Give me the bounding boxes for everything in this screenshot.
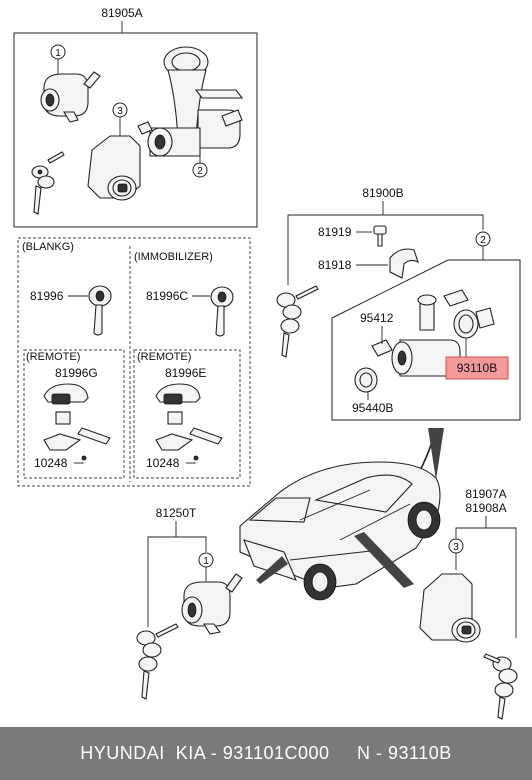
car-illustration — [239, 427, 444, 601]
label-81996e: 81996E — [165, 366, 206, 380]
label-81905a: 81905A — [101, 6, 142, 20]
trunk-lock-top — [87, 135, 141, 201]
parts-diagram: 81905A 1 3 — [13, 6, 521, 720]
label-10248-b: 10248 — [146, 456, 180, 470]
svg-text:1: 1 — [203, 556, 209, 567]
leader-81907a-left — [455, 516, 487, 538]
key-pair-bottom-right — [483, 653, 518, 720]
ignition-switch-parts — [354, 289, 495, 393]
remote-key-2-parts — [155, 383, 223, 461]
leader-81250t-right — [176, 536, 207, 552]
svg-text:2: 2 — [480, 235, 486, 246]
label-81996: 81996 — [30, 289, 64, 303]
label-81908a: 81908A — [465, 501, 506, 515]
label-81918: 81918 — [318, 258, 352, 272]
label-10248-a: 10248 — [34, 456, 68, 470]
key-pair-top — [31, 151, 65, 215]
svg-text:3: 3 — [453, 542, 459, 553]
door-lock-bottom-right — [419, 573, 481, 643]
bolt-81919 — [373, 225, 387, 247]
label-remote-2: (REMOTE) — [137, 351, 191, 363]
label-81919: 81919 — [318, 225, 352, 239]
callout-1-top: 1 — [50, 44, 66, 60]
callout-3-top: 3 — [112, 102, 128, 118]
callout-2-top: 2 — [192, 162, 208, 178]
label-81900b: 81900B — [362, 186, 403, 200]
steering-lock-housing — [137, 46, 244, 157]
label-95440b: 95440B — [352, 401, 393, 415]
callout-3-bottom: 3 — [448, 538, 464, 554]
label-81996c: 81996C — [146, 289, 188, 303]
box-81905a — [13, 32, 258, 228]
label-blankg: (BLANKG) — [22, 241, 74, 253]
callout-2-right: 2 — [475, 231, 491, 247]
key-pair-bottom-left — [136, 623, 179, 700]
label-81907a: 81907A — [465, 487, 506, 501]
svg-text:2: 2 — [197, 166, 203, 177]
label-95412: 95412 — [360, 311, 394, 325]
leader-81900b-right — [383, 214, 484, 230]
key-blank — [88, 285, 112, 336]
svg-text:1: 1 — [55, 48, 61, 59]
footer-part-numbers: HYUNDAI KIA - 931101C000 N - 93110B — [0, 727, 532, 780]
trunk-lock-cylinder — [181, 573, 243, 635]
key-immobilizer — [210, 286, 234, 337]
callout-1-bottom: 1 — [198, 552, 214, 568]
key-variants-box — [17, 237, 251, 487]
door-lock-cylinder-left — [40, 71, 101, 123]
remote-box-1 — [23, 349, 125, 479]
box-81900b-inner — [331, 259, 521, 421]
label-immobilizer: (IMMOBILIZER) — [134, 251, 213, 263]
bracket-81918 — [389, 248, 419, 279]
leader-81250t-left — [147, 521, 177, 627]
remote-box-2 — [133, 349, 241, 479]
leader-81907a-right — [486, 527, 517, 638]
label-remote-1: (REMOTE) — [26, 351, 80, 363]
label-81250t: 81250T — [156, 506, 197, 520]
leader-81900b-left — [287, 201, 384, 285]
label-93110b: 93110B — [457, 361, 497, 375]
svg-text:3: 3 — [117, 106, 123, 117]
label-81996g: 81996G — [55, 366, 98, 380]
highlight-93110b: 93110B — [445, 356, 509, 380]
remote-key-1-parts — [43, 383, 111, 461]
key-pair-right — [276, 285, 319, 358]
